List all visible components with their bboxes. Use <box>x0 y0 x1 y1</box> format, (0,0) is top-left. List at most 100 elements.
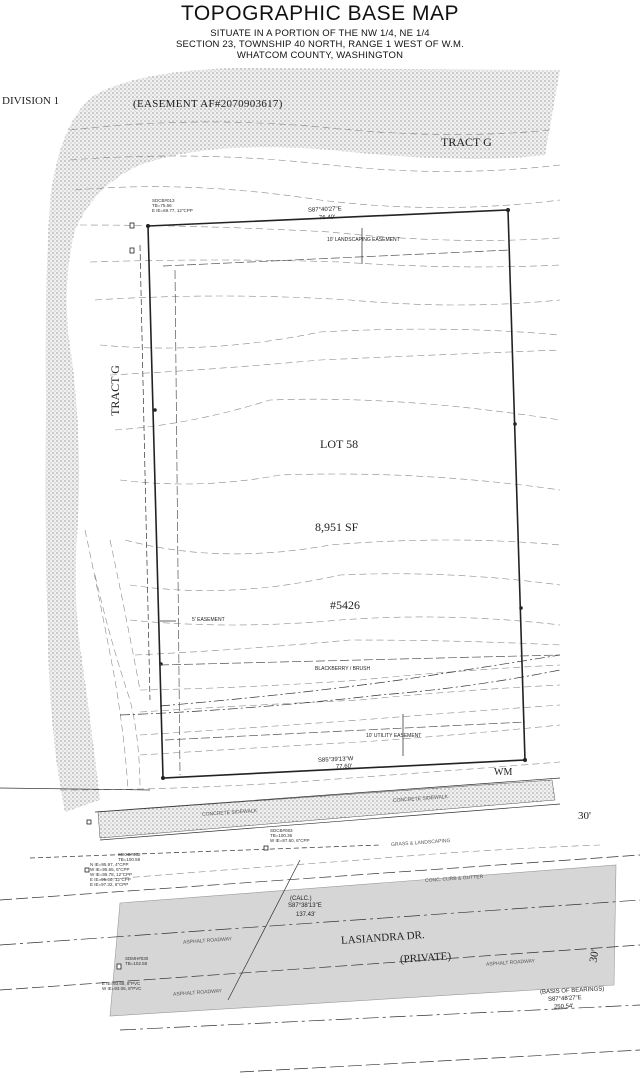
lot-number-label: LOT 58 <box>320 437 359 451</box>
bottom-distance-label: 77.60' <box>335 763 353 771</box>
top-line <box>119 669 561 716</box>
road-edge-line <box>0 944 640 991</box>
basis-line <box>119 1004 640 1031</box>
contour-line <box>69 155 561 172</box>
svg-text:E IE=93.68, 8"PVC: E IE=93.68, 8"PVC <box>102 981 141 986</box>
contour-line <box>79 224 561 241</box>
svg-text:SDCB#083: SDCB#083 <box>270 828 293 833</box>
utility-line <box>29 844 381 859</box>
contour-line <box>129 616 561 626</box>
contour-lines <box>59 121 601 881</box>
property-line <box>239 1049 640 1073</box>
svg-text:W IE=93.06, 8"PVC: W IE=93.06, 8"PVC <box>102 986 142 991</box>
utility-easement-label: 10' UTILITY EASEMENT <box>366 733 422 739</box>
contour-line <box>89 259 561 268</box>
lasiandra-road-surface <box>109 864 617 1017</box>
calc-label: (CALC.) <box>290 896 312 902</box>
lot-area-label: 8,951 SF <box>315 520 359 534</box>
thirty-foot-label-upper: 30' <box>578 810 591 822</box>
corner-marker <box>513 422 517 426</box>
contour-line <box>94 295 561 306</box>
easement-lines <box>159 249 561 776</box>
utility-easement-line <box>159 654 561 666</box>
map-subtitle-county: WHATCOM COUNTY, WASHINGTON <box>236 50 404 61</box>
svg-text:SDCB#032: SDCB#032 <box>118 852 141 857</box>
road-centerline <box>0 899 640 946</box>
lot-address-label: #5426 <box>330 598 360 612</box>
svg-text:TB=100.59: TB=100.59 <box>118 857 141 862</box>
contour-line <box>114 398 561 431</box>
contour-line <box>139 704 561 736</box>
svg-text:E IE=95.60, 12"CPP: E IE=95.60, 12"CPP <box>90 877 131 882</box>
monument-marker <box>129 222 135 229</box>
svg-text:TB=100.36: TB=100.36 <box>270 833 293 838</box>
utility-easement-line <box>164 721 526 741</box>
division-line <box>0 787 151 791</box>
road-lines <box>0 244 640 1073</box>
svg-text:N IE=95.97, 4"CPP: N IE=95.97, 4"CPP <box>90 862 129 867</box>
road-distance-label: 137.43' <box>296 912 316 918</box>
svg-text:SDMH#030: SDMH#030 <box>125 956 149 961</box>
monument-marker <box>86 819 92 825</box>
contour-line <box>129 573 561 591</box>
corner-marker <box>506 208 510 212</box>
svg-text:E IE=69.77, 12"CPP: E IE=69.77, 12"CPP <box>152 208 193 213</box>
five-ft-easement-label: 5' EASEMENT <box>192 617 225 623</box>
thirty-foot-label-lower: 30' <box>587 948 602 964</box>
five-ft-easement-line <box>174 269 181 776</box>
contour-line <box>109 539 141 691</box>
contour-line <box>139 724 561 756</box>
lot-58-boundary <box>147 209 526 779</box>
contour-line <box>59 761 561 791</box>
svg-text:TB=75.66: TB=75.66 <box>152 203 172 208</box>
monument-marker <box>263 845 269 851</box>
map-subtitle-location: SITUATE IN A PORTION OF THE NW 1/4, NE 1… <box>210 28 430 39</box>
landscaping-easement-line <box>162 249 511 267</box>
dimension-arrows <box>160 228 404 756</box>
curb-line <box>0 854 640 901</box>
top-line <box>159 654 561 707</box>
svg-text:W IE=87.60, 6"CPP: W IE=87.60, 6"CPP <box>270 838 310 843</box>
contour-line <box>94 574 141 791</box>
corner-marker <box>146 224 150 228</box>
road-bearing-label: S87°38'13"E <box>288 903 322 909</box>
easement-af-label: (EASEMENT AF#2070903617) <box>133 98 283 110</box>
svg-text:SDCB#013: SDCB#013 <box>152 198 175 203</box>
contour-line <box>134 639 561 656</box>
lot-corner-markers <box>146 208 527 780</box>
sidewalk-edge-line <box>94 777 561 813</box>
survey-monuments <box>84 222 269 970</box>
corner-marker <box>153 408 157 412</box>
monument-marker <box>129 247 135 254</box>
contour-line <box>139 684 561 713</box>
corner-marker <box>523 758 527 762</box>
blackberry-label: BLACKBERRY / BRUSH <box>315 666 371 672</box>
svg-text:E IE=97.32, 6"CPP: E IE=97.32, 6"CPP <box>90 882 128 887</box>
diagonal-line <box>227 859 301 1001</box>
top-distance-label: 76.40' <box>318 214 336 222</box>
tract-g-top-label: TRACT G <box>441 135 492 149</box>
lot-west-line <box>139 244 151 701</box>
monument-marker <box>116 963 122 970</box>
contour-line <box>119 473 561 491</box>
svg-text:TB=102.58: TB=102.58 <box>125 961 148 966</box>
concrete-sidewalk-area <box>97 779 556 839</box>
contour-line <box>139 664 561 691</box>
water-meter-label: WM <box>494 767 513 778</box>
landscaping-easement-label: 10' LANDSCAPING EASEMENT <box>327 237 400 243</box>
contour-line <box>99 844 601 881</box>
map-title: TOPOGRAPHIC BASE MAP <box>180 2 459 25</box>
basis-distance-label: 250.54' <box>553 1003 574 1011</box>
contour-line <box>69 121 551 135</box>
monument-marker <box>84 867 90 873</box>
tract-g-stipple-area <box>45 68 561 812</box>
contour-line <box>124 539 561 555</box>
tract-g-left-label: TRACT G <box>107 365 122 416</box>
svg-text:W IE=95.65, 6"CPP: W IE=95.65, 6"CPP <box>90 867 130 872</box>
contour-line <box>74 186 561 208</box>
contour-line <box>109 349 561 376</box>
map-subtitle-section: SECTION 23, TOWNSHIP 40 NORTH, RANGE 1 W… <box>175 39 465 50</box>
contour-line <box>99 328 561 349</box>
